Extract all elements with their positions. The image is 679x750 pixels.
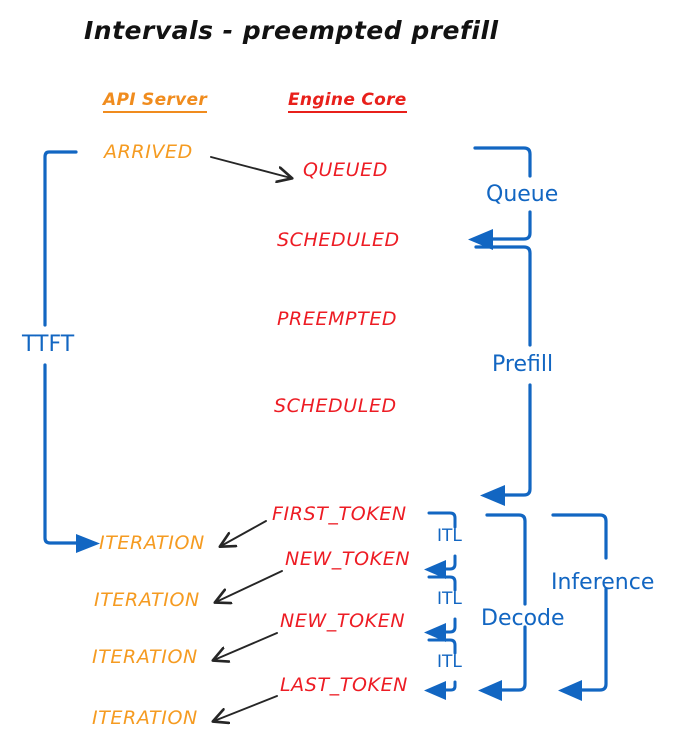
ttft-bracket — [43, 150, 80, 545]
prefill-arrowhead — [480, 485, 505, 506]
prefill-bracket — [474, 245, 532, 497]
interval-label-itl-2: ITL — [437, 589, 462, 609]
decode-arrowhead — [478, 680, 502, 701]
arrow-new-token-2-to-iteration — [214, 632, 278, 660]
arrow-last-token-to-iteration — [214, 695, 278, 721]
itl-arrowhead-1 — [424, 560, 446, 579]
state-arrived: ARRIVED — [104, 141, 193, 163]
state-first-token: FIRST_TOKEN — [272, 503, 407, 525]
inference-arrowhead — [558, 680, 582, 701]
diagram-title: Intervals - preempted prefill — [84, 16, 499, 45]
state-queued: QUEUED — [303, 159, 389, 181]
arrow-new-token-1-to-iteration — [216, 570, 283, 602]
itl-arrowhead-3 — [424, 681, 446, 700]
column-header-api-server: API Server — [103, 92, 208, 113]
interval-label-prefill: Prefill — [492, 352, 554, 377]
itl-bracket-2 — [427, 575, 457, 634]
interval-label-itl-3: ITL — [437, 652, 462, 672]
arrow-first-token-to-iteration — [221, 520, 267, 546]
state-scheduled-1: SCHEDULED — [277, 229, 400, 251]
state-scheduled-2: SCHEDULED — [274, 395, 397, 417]
interval-label-queue: Queue — [486, 182, 559, 207]
ttft-arrowhead — [76, 534, 100, 553]
queue-bracket — [473, 146, 532, 241]
itl-bracket-3 — [427, 638, 457, 692]
decode-bracket — [485, 513, 527, 692]
column-header-engine-core: Engine Core — [288, 92, 407, 113]
arrow-arrived-to-queued — [210, 156, 291, 178]
state-new-token-1: NEW_TOKEN — [285, 548, 411, 570]
state-last-token: LAST_TOKEN — [280, 674, 408, 696]
state-iteration-3: ITERATION — [92, 646, 198, 668]
state-preempted: PREEMPTED — [277, 308, 398, 330]
inference-bracket — [551, 513, 608, 692]
itl-arrowhead-2 — [424, 623, 446, 642]
state-iteration-1: ITERATION — [99, 532, 205, 554]
state-new-token-2: NEW_TOKEN — [280, 610, 406, 632]
itl-bracket-1 — [427, 511, 457, 571]
state-iteration-2: ITERATION — [94, 589, 200, 611]
interval-label-itl-1: ITL — [437, 526, 462, 546]
state-iteration-4: ITERATION — [92, 707, 198, 729]
queue-arrowhead — [468, 229, 493, 250]
interval-label-decode: Decode — [481, 606, 565, 631]
interval-label-ttft: TTFT — [22, 332, 75, 357]
interval-label-inference: Inference — [551, 570, 655, 595]
